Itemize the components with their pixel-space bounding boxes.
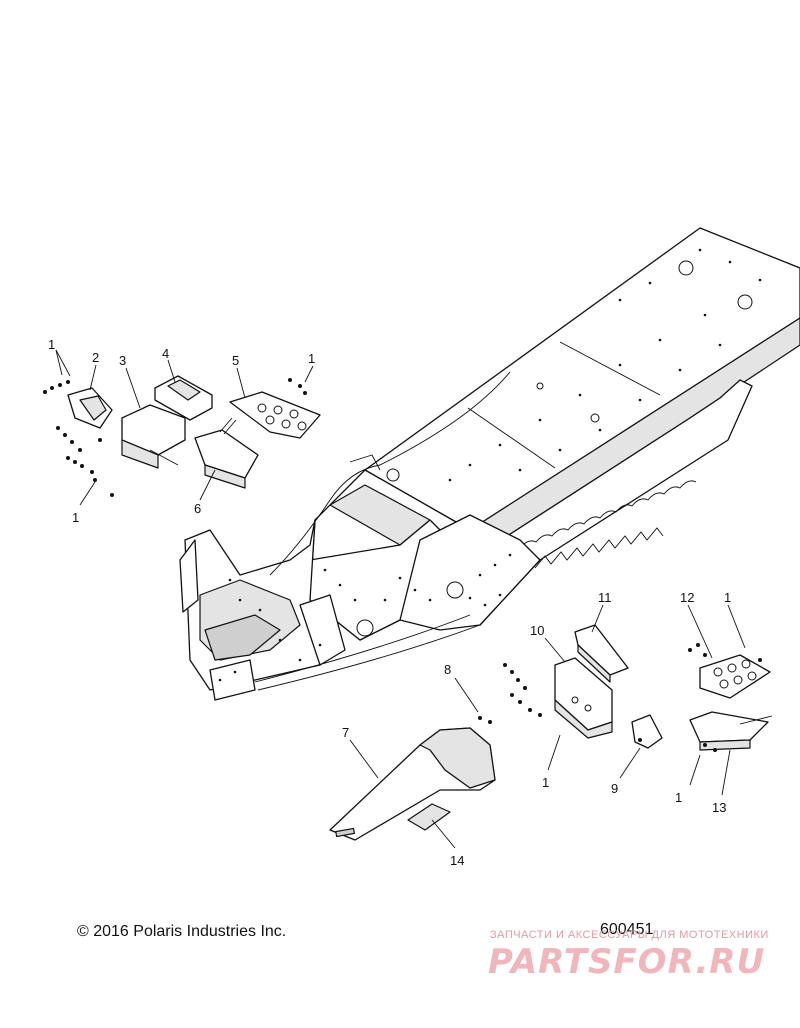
part-6-bracket bbox=[194, 417, 259, 489]
callout-5: 5 bbox=[232, 353, 239, 368]
callout-7: 7 bbox=[342, 725, 349, 740]
copyright-notice: © 2016 Polaris Industries Inc. bbox=[77, 923, 287, 940]
leader-lines bbox=[55, 349, 746, 849]
part-13-bracket bbox=[689, 711, 773, 751]
callout-4: 4 bbox=[162, 346, 169, 361]
callout-3: 3 bbox=[119, 353, 126, 368]
callout-1d: 1 bbox=[724, 590, 731, 605]
part-10-bracket bbox=[554, 657, 613, 739]
part-4-mount bbox=[154, 375, 213, 421]
part-3-housing bbox=[121, 404, 186, 469]
callout-12: 12 bbox=[680, 590, 694, 605]
callout-1a: 1 bbox=[48, 337, 55, 352]
callout-1b: 1 bbox=[308, 351, 315, 366]
chassis-tunnel bbox=[179, 227, 800, 701]
callout-9: 9 bbox=[611, 781, 618, 796]
part-5-plate bbox=[229, 391, 321, 439]
watermark-tagline: ЗАПЧАСТИ И АКСЕССУАРЫ ДЛЯ МОТОТЕХНИКИ bbox=[490, 929, 769, 941]
callout-1e: 1 bbox=[542, 775, 549, 790]
part-7-cover bbox=[329, 727, 496, 841]
callout-11: 11 bbox=[598, 590, 612, 605]
part-2-bracket bbox=[67, 387, 113, 429]
callout-1c: 1 bbox=[72, 510, 79, 525]
diagram-part-number: 600451 bbox=[600, 921, 654, 938]
callout-6: 6 bbox=[194, 501, 201, 516]
fasteners-right bbox=[478, 643, 762, 752]
callout-1f: 1 bbox=[675, 790, 682, 805]
rivet-pattern bbox=[218, 248, 762, 682]
callout-8: 8 bbox=[444, 662, 451, 677]
fasteners-left bbox=[43, 378, 307, 497]
callout-10: 10 bbox=[530, 623, 544, 638]
part-11-bracket bbox=[574, 624, 629, 683]
callout-14: 14 bbox=[450, 853, 464, 868]
callout-2: 2 bbox=[92, 350, 99, 365]
part-9-bracket bbox=[631, 714, 663, 749]
callout-13: 13 bbox=[712, 800, 726, 815]
part-12-plate bbox=[699, 654, 771, 699]
watermark-logo: PARTSFOR.RU bbox=[488, 942, 766, 982]
part-14-decal bbox=[407, 803, 451, 831]
callout-labels: 1 2 3 4 5 1 1 6 7 8 10 11 12 1 1 9 1 13 … bbox=[48, 337, 731, 868]
